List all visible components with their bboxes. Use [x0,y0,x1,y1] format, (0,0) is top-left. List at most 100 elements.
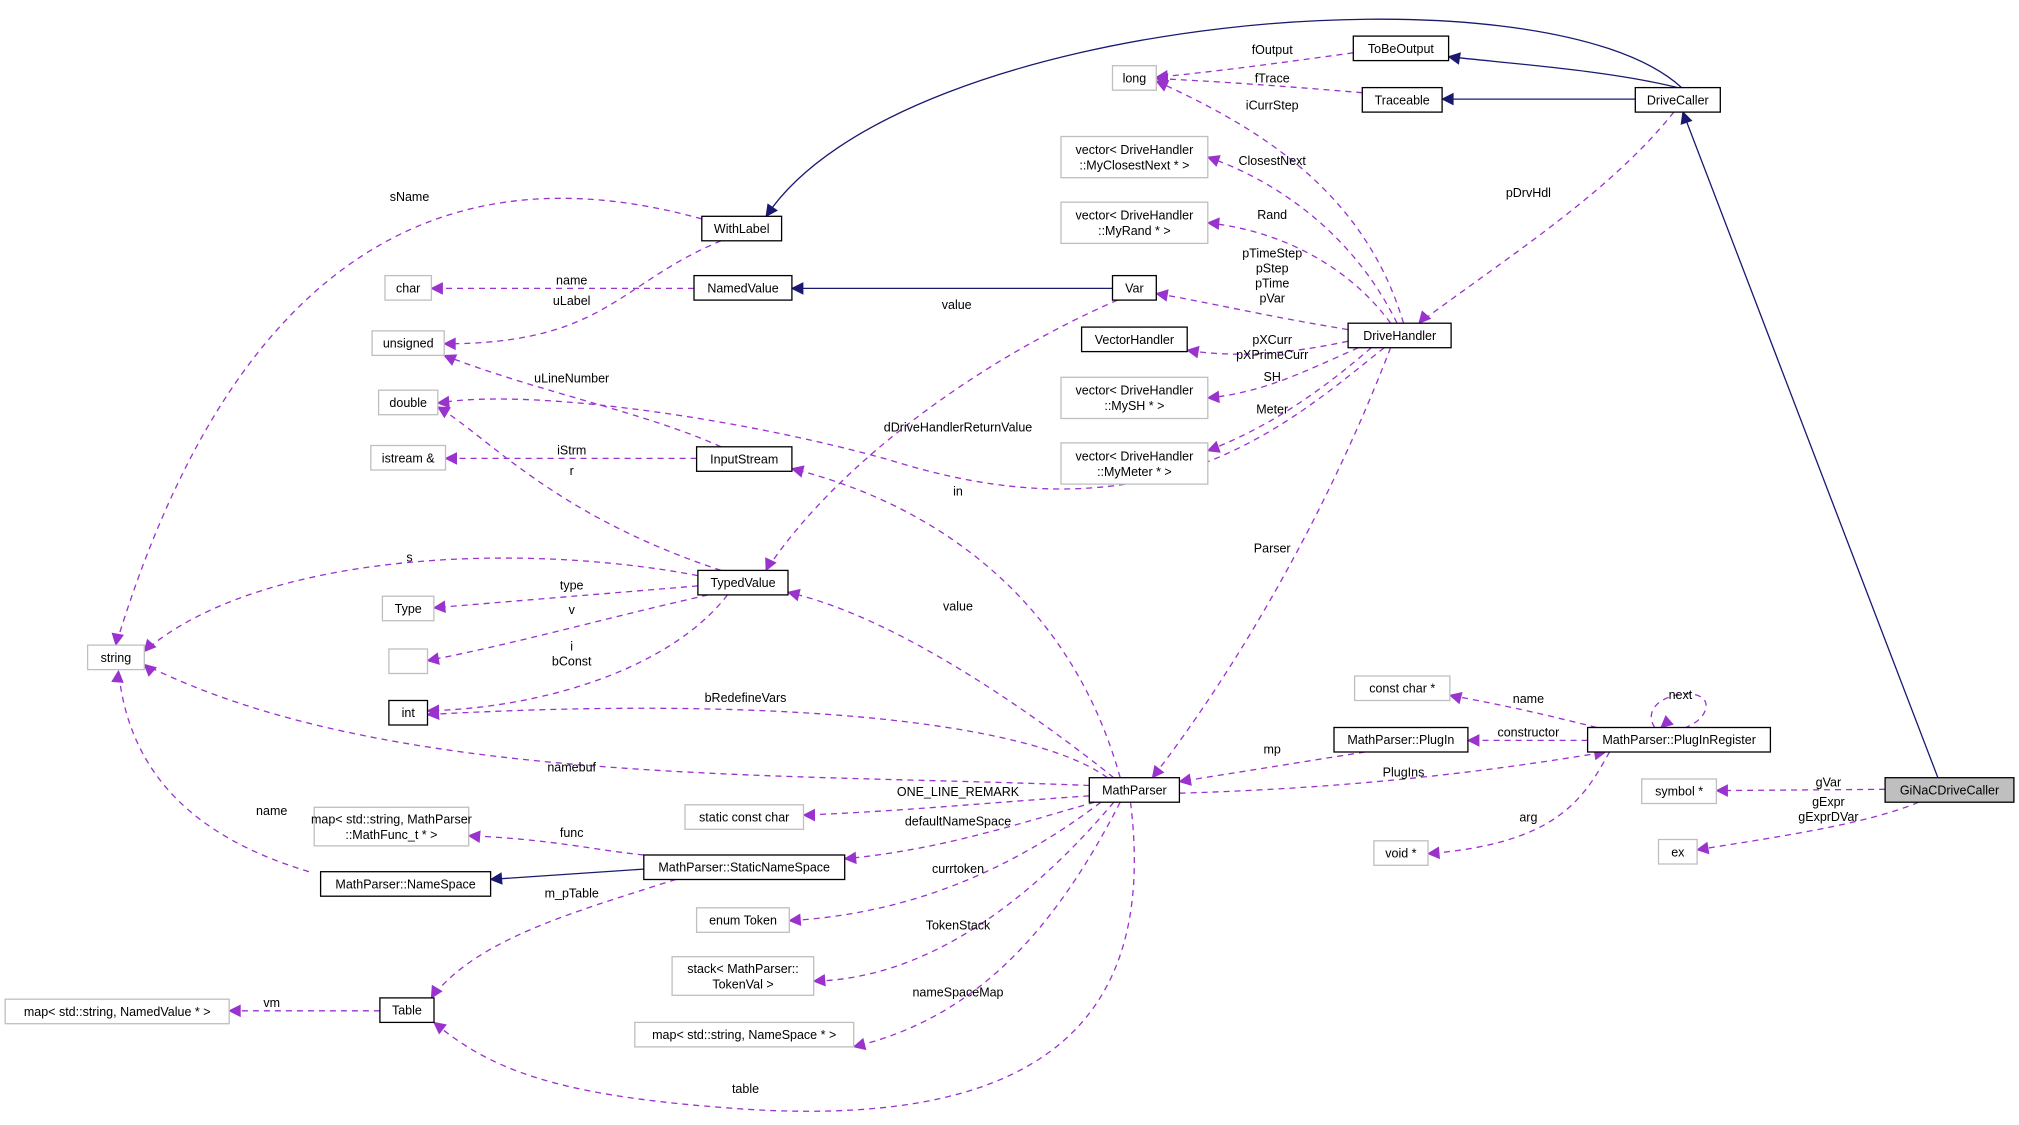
node-ex[interactable]: ex [1657,838,1698,865]
arrowhead-rand-Rand [1206,217,1220,231]
edge-label-line: value [942,298,972,312]
node-vec_closest[interactable]: vector< DriveHandler::MyClosestNext * > [1060,135,1209,179]
node-box [697,569,789,596]
node-box [381,595,435,622]
edge-rand-Rand [1207,222,1392,324]
node-label: MathParser::PlugIn [1347,733,1454,747]
arrowhead-type-type [432,600,446,614]
node-box [370,444,447,471]
edge-label-line: type [560,579,584,593]
arrowhead-inputstream-in [790,465,805,478]
node-box [384,274,433,301]
node-vectorhandler[interactable]: VectorHandler [1080,326,1188,353]
node-inputstream[interactable]: InputStream [695,446,793,472]
node-staticnamespace[interactable]: MathParser::StaticNameSpace [643,854,846,881]
node-label: MathParser::PlugInRegister [1602,733,1756,747]
node-box [1060,442,1209,485]
edge-label-line: name [1513,692,1544,706]
node-const_char[interactable]: const char * [1353,675,1451,702]
node-box [1060,201,1209,245]
edge-label-line: pXPrimeCurr [1236,348,1308,362]
node-label: double [389,396,427,410]
node-vec_sh[interactable]: vector< DriveHandler::MySH * > [1060,376,1209,420]
edge-labels: fOutputfTraceiCurrStepClosestNextRandpDr… [256,43,1858,1096]
node-namedvalue[interactable]: NamedValue [693,274,793,301]
edge-label-next: next [1669,688,1693,702]
edge-label-line: gExpr [1812,795,1845,809]
node-static_const_char[interactable]: static const char [684,804,805,830]
node-unsigned[interactable]: unsigned [371,330,445,357]
edge-label-line: pStep [1256,262,1289,276]
node-symbol[interactable]: symbol * [1641,778,1718,805]
node-traceable[interactable]: Traceable [1361,86,1443,113]
edge-enumtoken-currtoken [789,801,1102,922]
edge-label-line: name [256,804,287,818]
edge-withlabel-to-drivecaller [765,18,1683,217]
node-vec_rand[interactable]: vector< DriveHandler::MyRand * > [1060,201,1209,245]
arrowhead-withlabel-to-drivecaller [765,203,778,218]
edge-label-line: table [732,1082,759,1096]
edge-typedvalue-value2 [787,591,1115,779]
node-long[interactable]: long [1111,65,1157,91]
node-vec_meter[interactable]: vector< DriveHandler::MyMeter * > [1060,442,1209,485]
node-typedvalue[interactable]: TypedValue [697,569,789,596]
node-drivecaller[interactable]: DriveCaller [1634,86,1721,113]
edge-label-line: ONE_LINE_REMARK [897,785,1020,799]
edges [111,18,1939,1112]
edge-label-line: func [560,826,584,840]
node-istream[interactable]: istream & [370,444,447,471]
edge-label-line: fTrace [1255,71,1290,85]
node-double[interactable]: double [377,389,439,416]
node-var[interactable]: Var [1111,274,1157,301]
node-map_namespace[interactable]: map< std::string, NameSpace * > [634,1021,855,1048]
edge-label-dDriveHandlerReturnValue: dDriveHandlerReturnValue [884,420,1033,434]
edge-label-sName: sName [390,190,430,204]
edge-table-m_pTable [430,878,677,999]
node-string[interactable]: string [86,644,145,671]
node-box [1080,326,1188,353]
edge-unsigned-uLabel [444,240,722,345]
edge-label-SH: SH [1264,370,1281,384]
node-withlabel[interactable]: WithLabel [701,215,783,242]
node-blank[interactable] [388,648,429,675]
node-type[interactable]: Type [381,595,435,622]
node-box [379,997,435,1024]
edge-label-line: namebuf [547,760,596,774]
node-tobeoutput[interactable]: ToBeOutput [1352,35,1450,62]
node-map_namedvalue[interactable]: map< std::string, NamedValue * > [4,998,230,1025]
arrowhead-voidptr-arg [1426,846,1440,860]
edge-label-ONE_LINE_REMARK: ONE_LINE_REMARK [897,785,1020,799]
node-void_ptr[interactable]: void * [1373,840,1429,866]
node-label: ::MyRand * > [1098,224,1171,238]
edge-label-namebuf: namebuf [547,760,596,774]
node-table[interactable]: Table [379,997,435,1024]
node-char[interactable]: char [384,274,433,301]
node-map_mathfunc[interactable]: map< std::string, MathParser::MathFunc_t… [311,806,472,847]
node-plugin[interactable]: MathParser::PlugIn [1333,726,1469,753]
node-box [371,330,445,357]
edge-label-line: fOutput [1252,43,1294,57]
node-label: DriveHandler [1363,329,1436,343]
node-box [377,389,439,416]
edge-label-line: PlugIns [1383,765,1425,779]
node-box [634,1021,855,1048]
node-label: ::MyClosestNext * > [1079,158,1189,172]
edge-string-s [143,557,699,652]
node-ginac[interactable]: GiNaCDriveCaller [1884,777,2015,803]
edge-label-line: pVar [1259,292,1284,306]
edge-label-line: pDrvHdl [1506,186,1551,200]
arrowhead-char-name [430,282,443,295]
node-label: ::MyMeter * > [1097,465,1172,479]
node-drivehandler[interactable]: DriveHandler [1347,322,1452,349]
node-mathparser[interactable]: MathParser [1088,777,1181,803]
node-int[interactable]: int [388,699,429,726]
node-label: MathParser [1102,784,1167,798]
node-pluginregister[interactable]: MathParser::PlugInRegister [1586,726,1772,753]
arrowhead-blank-v [426,652,440,665]
node-box [1641,778,1718,805]
node-namespace[interactable]: MathParser::NameSpace [319,871,492,897]
node-stack_token[interactable]: stack< MathParser::TokenVal > [671,956,815,996]
node-enum_token[interactable]: enum Token [695,907,790,933]
edge-namespace-to-staticnamespace [490,868,644,881]
edge-label-line: m_pTable [545,887,599,901]
